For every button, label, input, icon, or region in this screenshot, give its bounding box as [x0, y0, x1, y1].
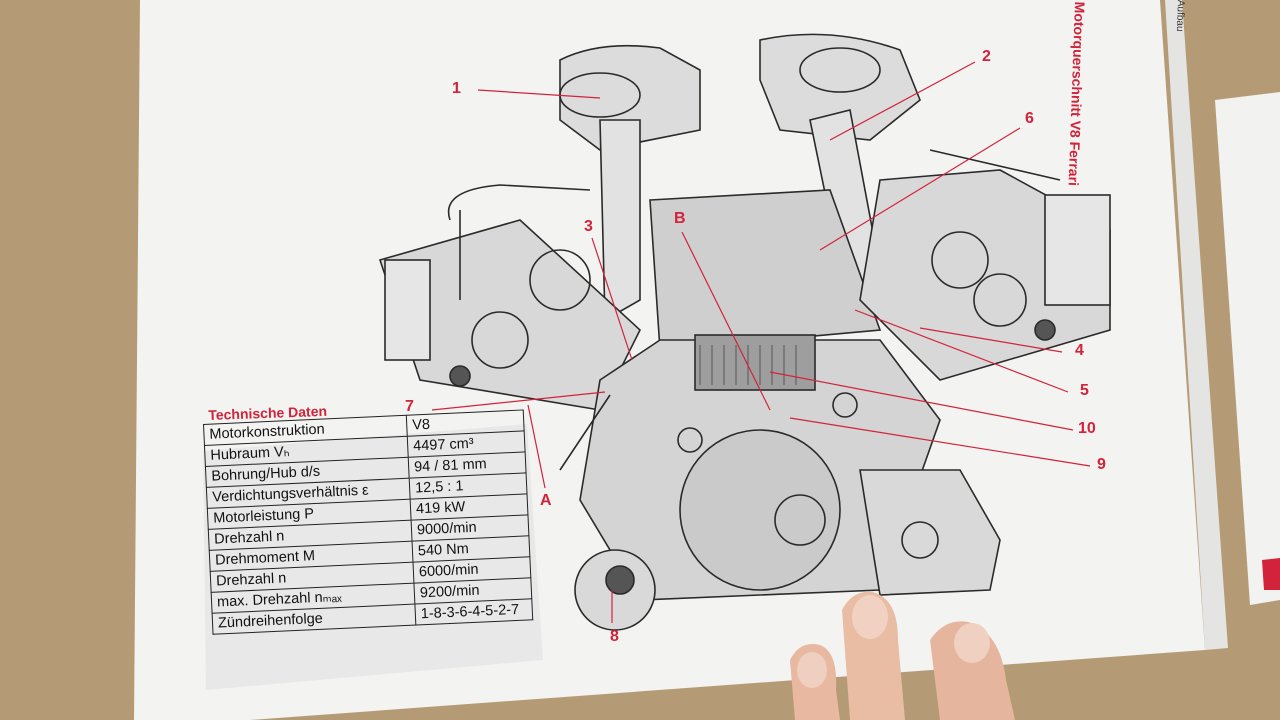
second-sheet: [1215, 92, 1280, 605]
red-margin-tab: [1262, 558, 1280, 590]
callout-2: 2: [982, 48, 991, 65]
callout-8: 8: [610, 628, 619, 645]
callout-1: 1: [452, 80, 461, 97]
section-header: Aufbau: [1173, 0, 1186, 32]
fingers: [790, 591, 1015, 720]
callout-3: 3: [584, 218, 593, 235]
callout-10: 10: [1078, 420, 1096, 437]
callout-5: 5: [1080, 382, 1089, 399]
callout-4: 4: [1075, 342, 1084, 359]
callout-A: A: [540, 492, 552, 509]
callout-9: 9: [1097, 456, 1106, 473]
callout-6: 6: [1025, 110, 1034, 127]
table-background: [203, 424, 543, 690]
leader-lines: [431, 61, 1091, 623]
engine-cross-section: [378, 33, 1111, 631]
callout-B: B: [674, 210, 686, 227]
callout-7: 7: [405, 398, 414, 415]
hatching: [699, 345, 797, 385]
paper-right-edge: [1165, 0, 1228, 650]
